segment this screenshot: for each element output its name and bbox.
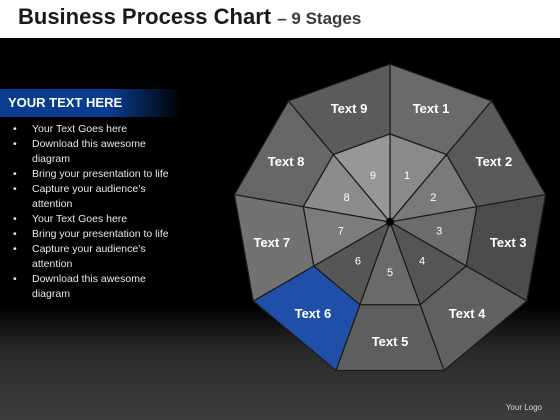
stage-5-label: Text 5 [372, 334, 409, 349]
bullet-item-6: Bring your presentation to life [10, 227, 175, 242]
sidebar-heading-band [0, 89, 182, 117]
title-bar: Business Process Chart – 9 Stages [0, 0, 560, 38]
bullet-list: Your Text Goes here Download this awesom… [10, 122, 175, 302]
stage-4-label: Text 4 [449, 306, 486, 321]
title-main: Business Process Chart [18, 4, 272, 29]
bullet-item-4: Capture your audience’s attention [10, 182, 175, 212]
stage-2-label: Text 2 [476, 154, 513, 169]
stage-4-number: 4 [419, 255, 425, 267]
stage-8-label: Text 8 [268, 154, 305, 169]
bullet-item-5: Your Text Goes here [10, 212, 175, 227]
bullet-item-1: Your Text Goes here [10, 122, 175, 137]
title-subtitle: – 9 Stages [277, 9, 362, 28]
stage-1-number: 1 [404, 170, 410, 182]
stage-8-number: 8 [344, 192, 350, 204]
stage-6-number: 6 [355, 255, 361, 267]
stage-2-number: 2 [430, 192, 436, 204]
stage-3-number: 3 [436, 226, 442, 238]
bullet-item-7: Capture your audience’s attention [10, 242, 175, 272]
page-title: Business Process Chart – 9 Stages [18, 4, 361, 30]
stage-9-inner-segment [332, 133, 391, 220]
sidebar-heading: YOUR TEXT HERE [8, 95, 123, 110]
bullet-item-2: Download this awesome diagram [10, 137, 175, 167]
footer-logo: Your Logo [505, 403, 542, 412]
stage-7-number: 7 [338, 226, 344, 238]
stage-1-label: Text 1 [413, 101, 450, 116]
stage-3-label: Text 3 [490, 235, 527, 250]
stage-5-number: 5 [387, 267, 393, 279]
stage-9-label: Text 9 [331, 101, 368, 116]
bullet-item-3: Bring your presentation to life [10, 167, 175, 182]
bullet-item-8: Download this awesome diagram [10, 272, 175, 302]
stage-9-number: 9 [370, 170, 376, 182]
stage-6-label: Text 6 [295, 306, 332, 321]
stage-7-label: Text 7 [253, 235, 290, 250]
